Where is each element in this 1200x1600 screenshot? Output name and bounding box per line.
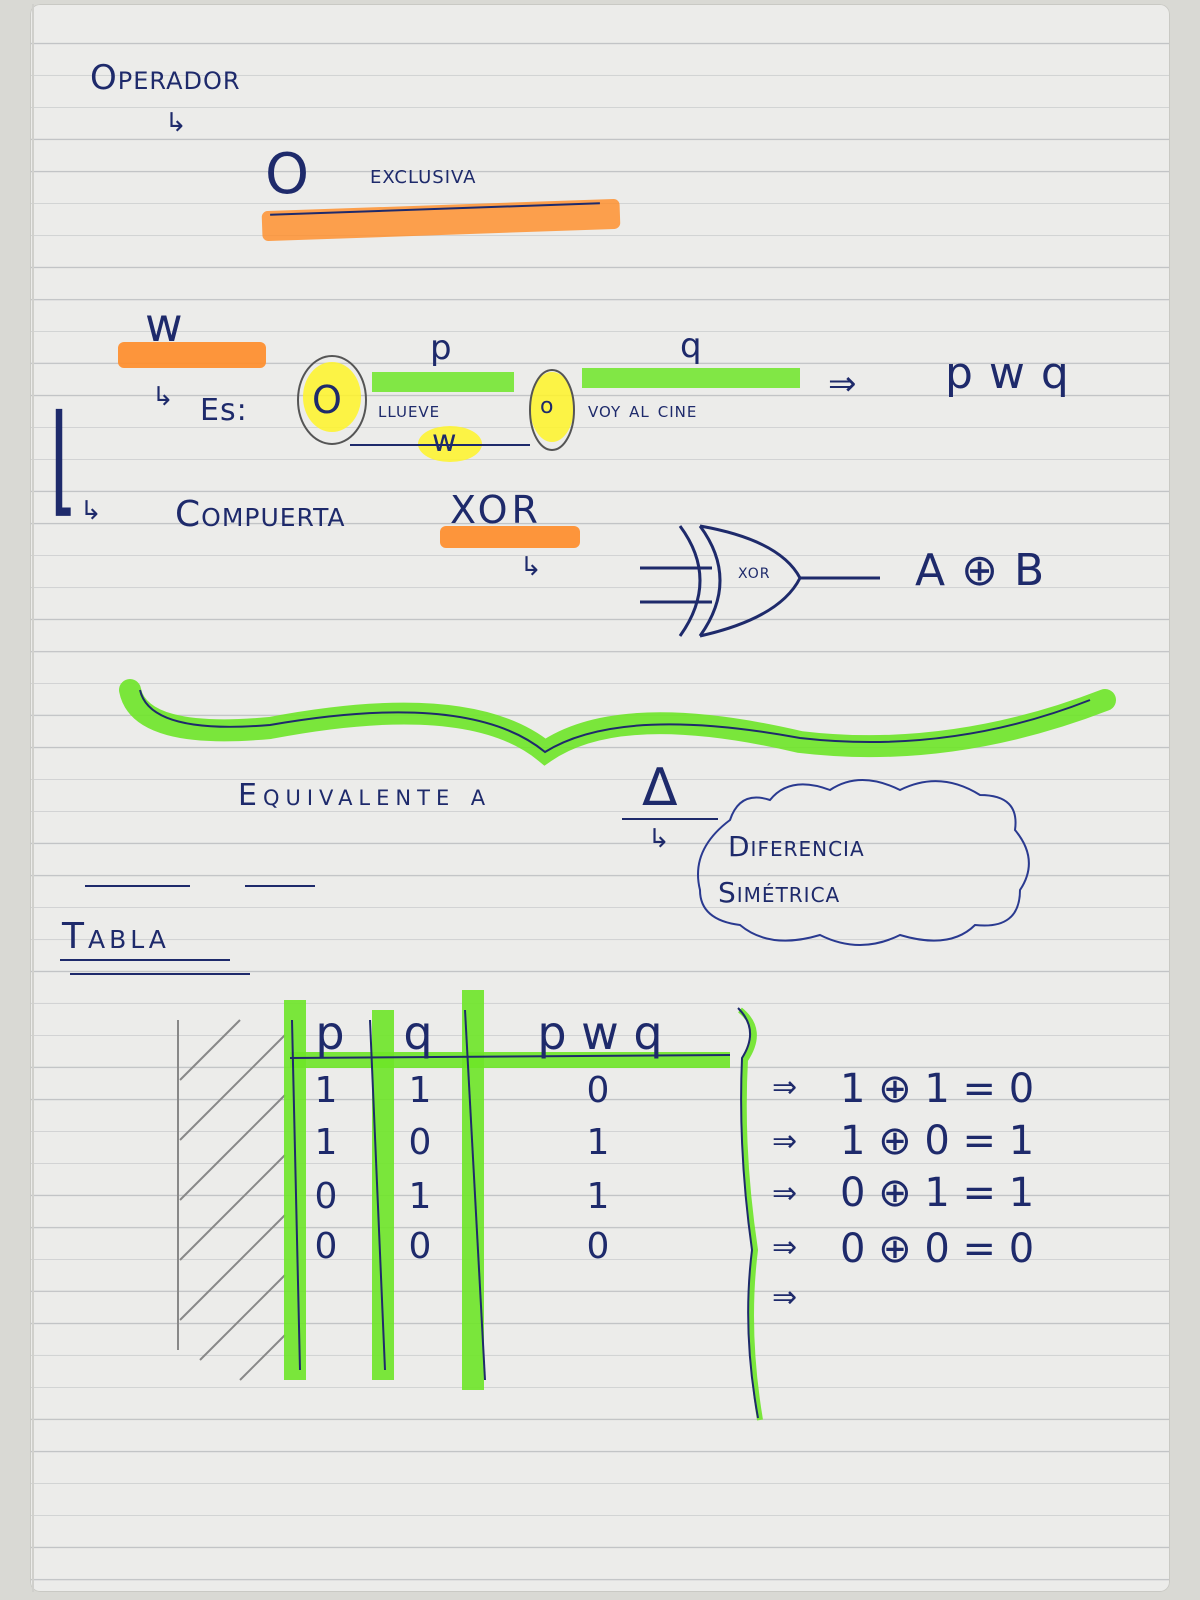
connector-o: o (540, 394, 555, 419)
bracket-glyph: ⌊ (49, 390, 79, 529)
header-q: q (403, 1006, 433, 1060)
title-operador: Operador (90, 58, 241, 98)
q-text: voy al cine (588, 398, 698, 423)
delta-symbol: Δ (642, 758, 679, 818)
cell-r2-pwq: 1 (586, 1176, 610, 1217)
diff-line2: Simétrica (718, 876, 841, 909)
arrow-glyph: ⇒ (772, 1124, 799, 1159)
cell-r2-q: 1 (408, 1176, 432, 1217)
xor-gate-icon (640, 524, 880, 638)
equivalence-text: Equivalente a (238, 778, 492, 813)
gate-name: XOR (450, 488, 542, 532)
cell-r3-pwq: 0 (586, 1226, 610, 1267)
equation-row-3: 0 ⊕ 1 = 1 (840, 1170, 1035, 1216)
notebook-page (30, 4, 1170, 1592)
gate-inner-label: XOR (738, 566, 771, 582)
arrow-glyph: ⇒ (772, 1070, 799, 1105)
p-text: llueve (378, 398, 441, 423)
q-highlight (582, 368, 800, 388)
cell-r3-q: 0 (408, 1226, 432, 1267)
cell-r1-q: 0 (408, 1122, 432, 1163)
equation-row-1: 1 ⊕ 1 = 0 (840, 1066, 1035, 1112)
arrow-glyph: ↳ (165, 108, 188, 138)
header-p: p (315, 1006, 345, 1060)
arrow-glyph: ↳ (80, 496, 103, 526)
yellow-circle-o (303, 362, 361, 432)
gate-expression: A ⊕ B (915, 545, 1046, 596)
example-label: Es: (200, 393, 248, 428)
cell-r2-p: 0 (314, 1176, 338, 1217)
cell-r1-p: 1 (314, 1122, 338, 1163)
cell-r1-pwq: 1 (586, 1122, 610, 1163)
cell-r3-p: 0 (314, 1226, 338, 1267)
w-under: w (432, 424, 458, 459)
delta-underline (622, 818, 718, 820)
title-o-letter: O (265, 142, 311, 207)
yellow-circle-connector (530, 372, 574, 442)
symbol-w: w (145, 298, 184, 352)
arrow-glyph: ↳ (648, 824, 671, 854)
arrow-glyph: ↳ (520, 552, 543, 582)
label-q: q (680, 326, 703, 366)
diff-line1: Diferencia (728, 830, 865, 863)
cell-r0-q: 1 (408, 1070, 432, 1111)
green-brace (119, 679, 1116, 766)
title-exclusiva: exclusiva (370, 160, 477, 190)
arrow-to-result: ⇒ (828, 364, 858, 404)
cloud-shape (697, 779, 1030, 946)
hatched-area (177, 1019, 286, 1381)
arrow-glyph: ⇒ (772, 1176, 799, 1211)
symbol-highlight (118, 342, 266, 368)
page-margin (32, 4, 34, 1592)
header-pwq: p w q (537, 1006, 663, 1060)
cell-r0-pwq: 0 (586, 1070, 610, 1111)
table-heading: Tabla (62, 916, 170, 957)
gate-label: Compuerta (175, 494, 346, 535)
equation-row-2: 1 ⊕ 0 = 1 (840, 1118, 1035, 1164)
result-pwq: p w q (945, 348, 1070, 399)
p-highlight (372, 372, 514, 392)
arrow-glyph: ⇒ (772, 1280, 799, 1315)
xor-highlight (440, 526, 580, 548)
cell-r0-p: 1 (314, 1070, 338, 1111)
arrow-glyph: ↳ (152, 382, 175, 412)
equation-row-4: 0 ⊕ 0 = 0 (840, 1226, 1035, 1272)
label-p: p (430, 328, 453, 368)
arrow-glyph: ⇒ (772, 1230, 799, 1265)
example-o-start: O (312, 378, 343, 422)
